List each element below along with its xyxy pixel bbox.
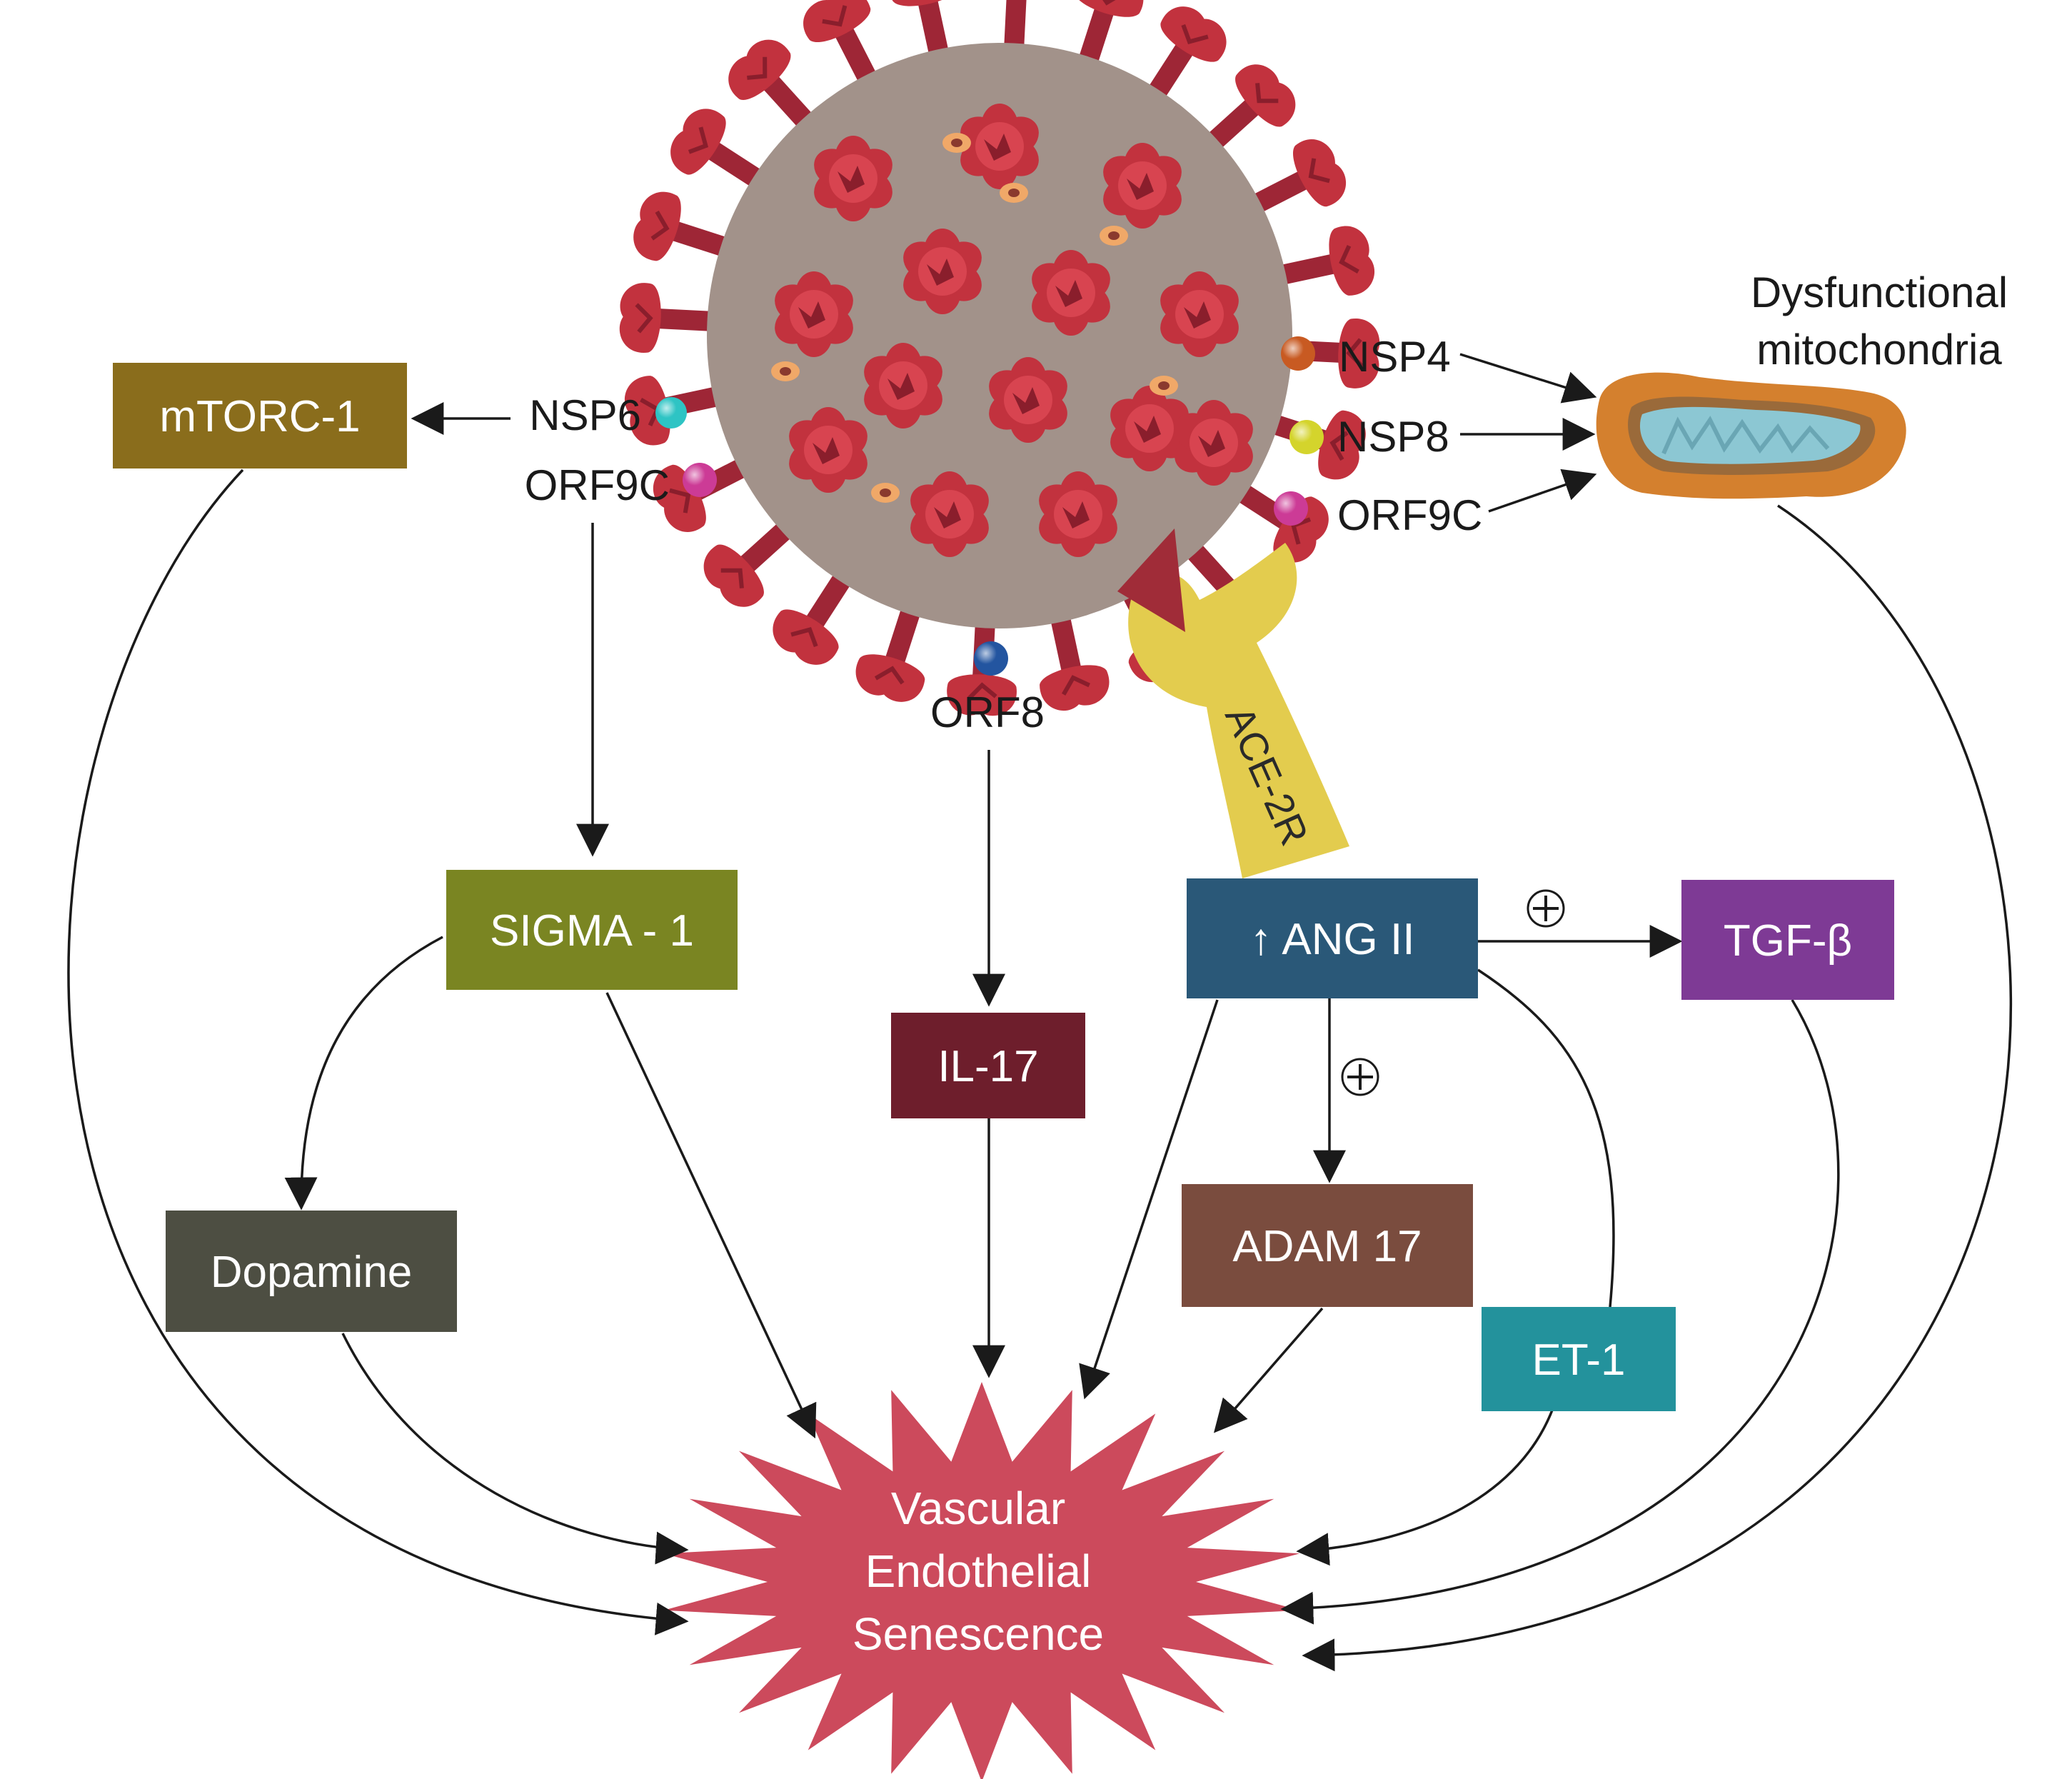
- arrow-sigma1-to-senescence: [605, 992, 817, 1439]
- surface-protein: [864, 343, 942, 429]
- adam17-label: ADAM 17: [1232, 1222, 1422, 1271]
- node-dopamine: Dopamine: [166, 1211, 457, 1332]
- surface-protein: [775, 271, 853, 357]
- surface-protein: [1175, 400, 1253, 486]
- mitochondria-label-line2: mitochondria: [1756, 326, 2002, 374]
- spike-protein: [1280, 226, 1374, 296]
- nsp4-label: NSP4: [1339, 333, 1451, 381]
- spike-protein: [1252, 139, 1346, 213]
- plus-sign-tgf: [1527, 889, 1565, 928]
- spike-protein: [890, 0, 960, 55]
- orf8-label: ORF8: [930, 688, 1045, 736]
- ace2-receptor: ACE-2R: [1117, 528, 1349, 878]
- il17-box: [891, 1013, 1085, 1118]
- dopamine-box: [166, 1211, 457, 1332]
- surface-protein: [814, 136, 892, 221]
- tgf-beta-label: TGF-β: [1724, 916, 1852, 966]
- membrane-protein: [1150, 376, 1178, 396]
- outcome-line1: Vascular: [891, 1483, 1065, 1534]
- protein-nsp4: NSP4: [1281, 333, 1451, 381]
- membrane-protein: [771, 361, 800, 381]
- spike-protein: [728, 39, 813, 129]
- membrane-protein: [942, 133, 971, 153]
- arrow-ang2-to-et1: [1477, 968, 1615, 1308]
- mtorc1-box: [113, 363, 407, 468]
- virus-surface-proteins: [771, 104, 1253, 557]
- surface-protein: [1103, 143, 1182, 229]
- spike-protein: [773, 573, 851, 665]
- node-ang2: ↑ ANG II: [1187, 878, 1478, 998]
- receptor-binding-site: [1117, 528, 1185, 632]
- arrow-mtorc1-to-senescence: [67, 468, 689, 1635]
- node-et1: ET-1: [1482, 1307, 1676, 1411]
- arrow-mito-to-senescence: [1302, 504, 2013, 1672]
- nsp6-label: NSP6: [529, 391, 641, 439]
- surface-protein: [1039, 471, 1117, 557]
- dysfunctional-mitochondria: Dysfunctional mitochondria: [1596, 269, 2008, 499]
- surface-protein: [903, 229, 982, 314]
- arrow-orf9c-to-mito: [1488, 468, 1597, 513]
- spike-protein: [1207, 64, 1296, 149]
- senescence-starburst: [663, 1382, 1300, 1779]
- surface-protein: [960, 104, 1039, 189]
- spike-protein: [670, 109, 763, 187]
- adam17-box: [1182, 1184, 1473, 1307]
- surface-protein: [789, 407, 867, 493]
- outcome-line3: Senescence: [853, 1608, 1104, 1660]
- node-mtorc1: mTORC-1: [113, 363, 407, 468]
- arrow-sigma1-to-dopamine: [284, 936, 443, 1211]
- dopamine-label: Dopamine: [211, 1248, 413, 1297]
- membrane-protein: [871, 483, 900, 503]
- spike-protein: [703, 522, 793, 607]
- node-il17: IL-17: [891, 1013, 1085, 1118]
- spike-protein: [1004, 0, 1027, 48]
- spike-protein: [1040, 616, 1110, 711]
- arrow-nsp4-to-mito: [1459, 353, 1597, 404]
- mitochondria-label-line1: Dysfunctional: [1751, 269, 2008, 316]
- il17-label: IL-17: [937, 1042, 1038, 1091]
- orf9c-left-label: ORF9C: [525, 461, 670, 509]
- et1-label: ET-1: [1532, 1335, 1626, 1385]
- spike-protein: [1148, 6, 1227, 99]
- surface-protein: [1032, 250, 1110, 336]
- nsp8-label: NSP8: [1337, 413, 1449, 461]
- spike-protein: [1074, 0, 1144, 64]
- surface-protein: [1160, 271, 1239, 357]
- sigma1-label: SIGMA - 1: [490, 906, 694, 956]
- surface-protein: [910, 471, 989, 557]
- orf9c-right-label: ORF9C: [1337, 491, 1482, 539]
- protein-nsp8: NSP8: [1289, 413, 1449, 461]
- pathway-arrows: [67, 353, 2013, 1672]
- arrow-dopamine-to-senescence: [341, 1333, 689, 1565]
- spike-protein: [619, 283, 712, 353]
- protein-orf9c-right: ORF9C: [1274, 491, 1482, 539]
- node-tgf-beta: TGF-β: [1681, 880, 1894, 1000]
- spike-protein: [855, 608, 925, 702]
- mtorc1-label: mTORC-1: [159, 392, 360, 441]
- surface-protein: [989, 357, 1067, 443]
- node-sigma1: SIGMA - 1: [446, 870, 738, 990]
- ang2-label: ↑ ANG II: [1250, 915, 1415, 964]
- arrow-et1-to-senescence: [1296, 1408, 1554, 1566]
- node-adam17: ADAM 17: [1182, 1184, 1473, 1307]
- plus-sign-adam: [1341, 1058, 1379, 1096]
- outcome-line2: Endothelial: [865, 1545, 1092, 1597]
- spike-protein: [633, 191, 728, 261]
- protein-nsp6: NSP6: [529, 391, 687, 439]
- protein-orf8: ORF8: [930, 641, 1045, 736]
- arrow-ang2-to-senescence: [1079, 999, 1219, 1400]
- ang2-box: [1187, 878, 1478, 998]
- spike-protein: [803, 0, 877, 83]
- membrane-protein: [1100, 226, 1128, 246]
- arrow-adam17-to-senescence: [1213, 1307, 1324, 1433]
- membrane-protein: [1000, 183, 1028, 203]
- protein-orf9c-left: ORF9C: [525, 461, 717, 509]
- vascular-endothelial-senescence: Vascular Endothelial Senescence: [663, 1382, 1300, 1779]
- arrow-tgf-to-senescence: [1280, 999, 1840, 1625]
- sigma1-box: [446, 870, 738, 990]
- et1-box: [1482, 1307, 1676, 1411]
- tgf-beta-box: [1681, 880, 1894, 1000]
